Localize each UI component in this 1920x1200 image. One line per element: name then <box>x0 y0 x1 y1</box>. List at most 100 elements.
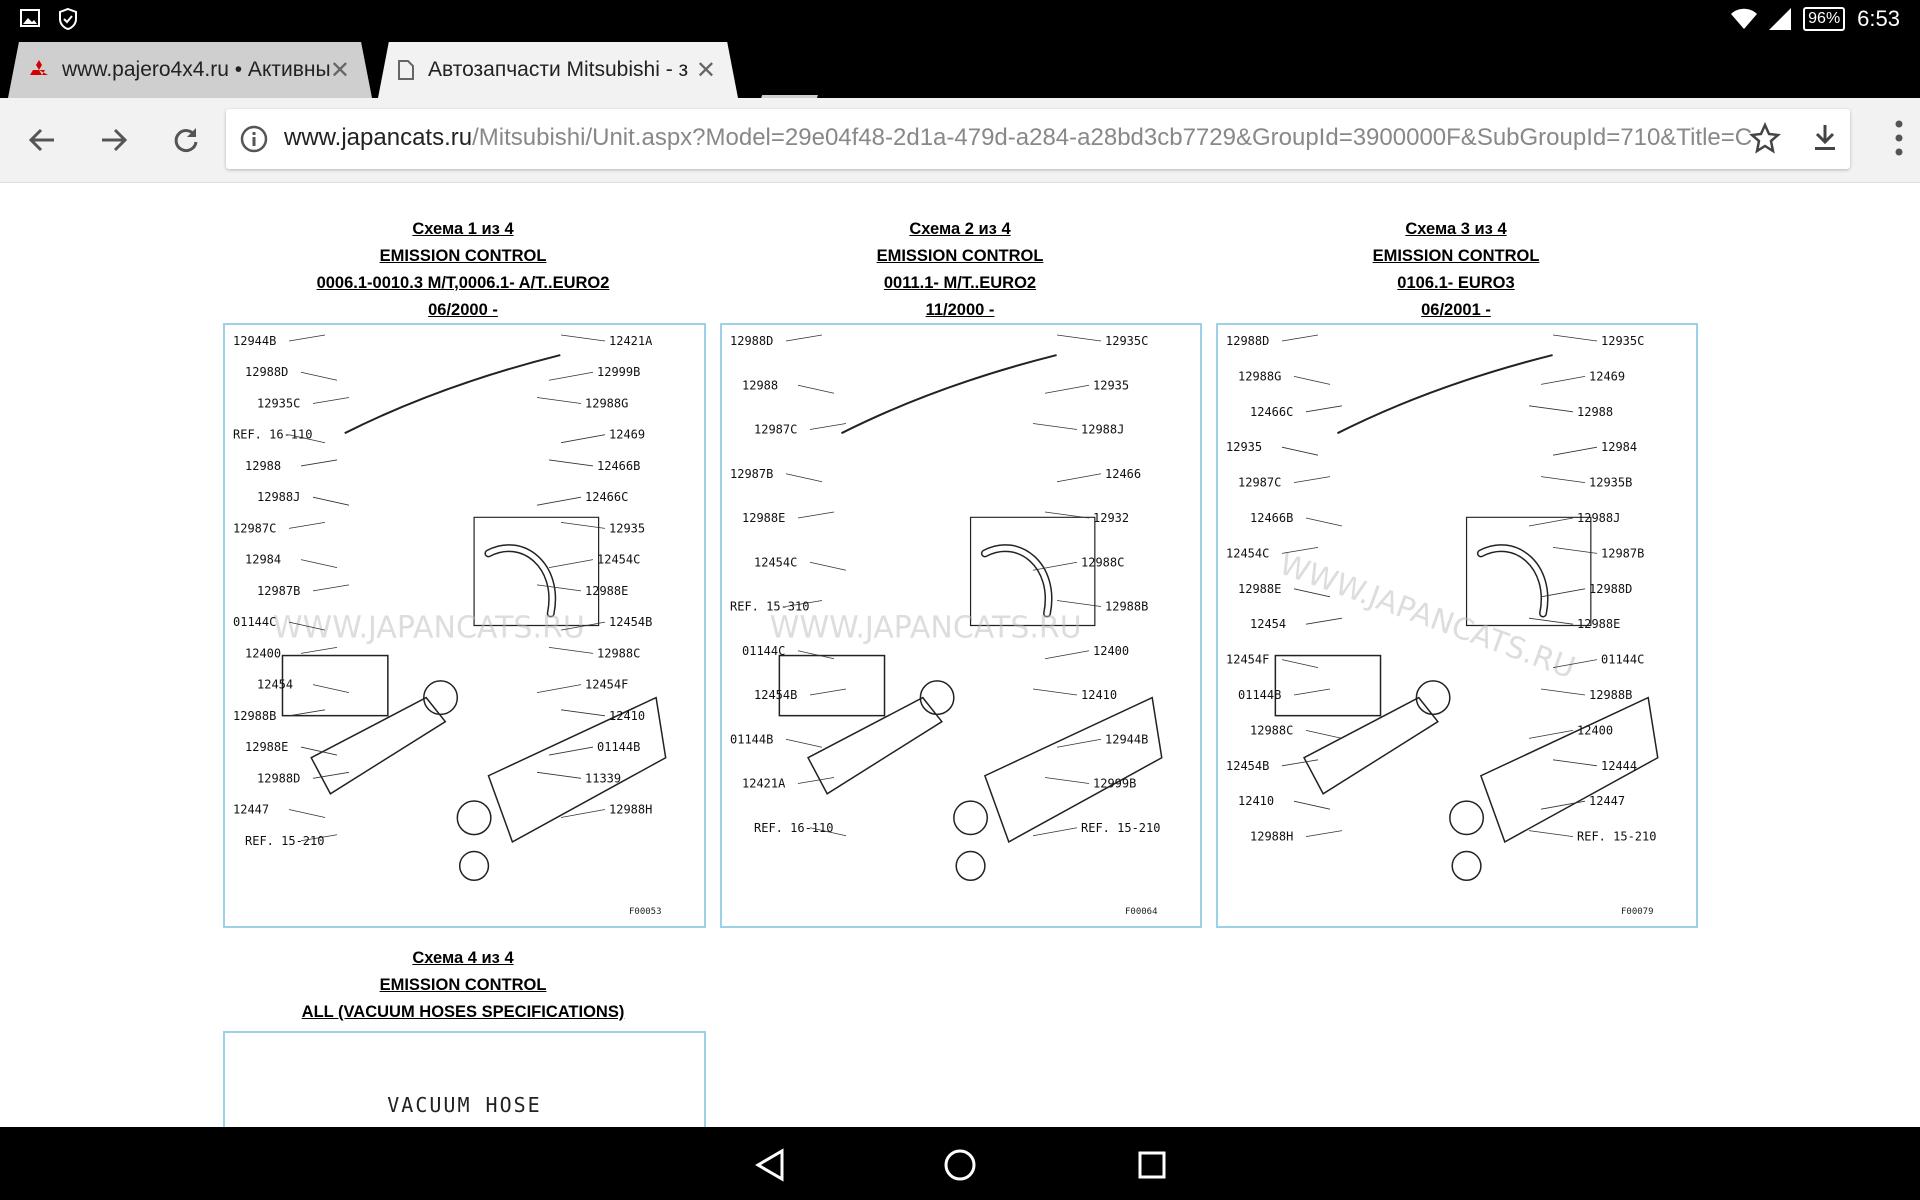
scheme-date[interactable]: 06/2000 - <box>428 301 498 319</box>
download-icon[interactable] <box>1810 123 1840 153</box>
part-callout[interactable]: 11339 <box>585 771 621 785</box>
part-callout[interactable]: 12447 <box>233 803 269 817</box>
part-callout[interactable]: 12988 <box>742 378 778 392</box>
scheme-spec[interactable]: 0011.1- M/T..EURO2 <box>883 274 1037 292</box>
part-callout[interactable]: 12454B <box>754 688 797 702</box>
scheme-spec[interactable]: ALL (VACUUM HOSES SPECIFICATIONS) <box>301 1003 625 1021</box>
part-callout[interactable]: 12454B <box>609 615 652 629</box>
part-callout[interactable]: 12466B <box>597 459 640 473</box>
scheme-title[interactable]: EMISSION CONTROL <box>876 247 1044 265</box>
address-bar[interactable]: www.japancats.ru/Mitsubishi/Unit.aspx?Mo… <box>226 109 1850 169</box>
overflow-menu-icon[interactable] <box>1894 118 1904 158</box>
part-callout[interactable]: 12421A <box>609 334 653 348</box>
part-callout[interactable]: 12999B <box>597 365 640 379</box>
tab-japancats[interactable]: Автозапчасти Mitsubishi - з ✕ <box>378 42 738 98</box>
part-callout[interactable]: 12454C <box>1226 546 1269 560</box>
back-button[interactable] <box>20 118 64 162</box>
part-callout[interactable]: REF. 16-110 <box>233 428 312 442</box>
part-callout[interactable]: 12987B <box>1601 546 1644 560</box>
part-callout[interactable]: 12999B <box>1093 777 1136 791</box>
part-callout[interactable]: REF. 15-310 <box>730 600 809 614</box>
part-callout[interactable]: 12466B <box>1250 511 1293 525</box>
part-callout[interactable]: 12988C <box>597 646 640 660</box>
part-callout[interactable]: 12988E <box>245 740 288 754</box>
part-callout[interactable]: REF. 15-210 <box>1577 830 1656 844</box>
part-callout[interactable]: 01144C <box>233 615 276 629</box>
scheme-number[interactable]: Схема 1 из 4 <box>412 220 514 238</box>
reload-button[interactable] <box>164 118 208 162</box>
part-callout[interactable]: 12466C <box>1250 405 1293 419</box>
part-callout[interactable]: 01144C <box>1601 653 1644 667</box>
part-callout[interactable]: 12447 <box>1589 794 1625 808</box>
part-callout[interactable]: 12984 <box>1601 440 1637 454</box>
part-callout[interactable]: 12932 <box>1093 511 1129 525</box>
nav-back-icon[interactable] <box>748 1143 792 1187</box>
part-callout[interactable]: REF. 15-210 <box>1081 821 1160 835</box>
close-tab-icon[interactable]: ✕ <box>329 57 350 84</box>
part-callout[interactable]: 12988J <box>1577 511 1620 525</box>
part-callout[interactable]: 12988E <box>585 584 628 598</box>
part-callout[interactable]: 12469 <box>1589 369 1625 383</box>
scheme-date[interactable]: 11/2000 - <box>925 301 995 319</box>
scheme-title[interactable]: EMISSION CONTROL <box>379 247 547 265</box>
nav-recents-icon[interactable] <box>1130 1143 1174 1187</box>
part-callout[interactable]: 12944B <box>1105 732 1148 746</box>
scheme-spec[interactable]: 0106.1- EURO3 <box>1397 274 1515 292</box>
scheme-4-diagram[interactable]: VACUUM HOSE <box>223 1031 706 1141</box>
part-callout[interactable]: 12410 <box>1238 794 1274 808</box>
part-callout[interactable]: 01144C <box>742 644 785 658</box>
part-callout[interactable]: 12987C <box>233 521 276 535</box>
part-callout[interactable]: 12988J <box>257 490 300 504</box>
part-callout[interactable]: 12400 <box>1577 723 1613 737</box>
part-callout[interactable]: 12454C <box>597 553 640 567</box>
part-callout[interactable]: 12988D <box>257 771 300 785</box>
scheme-title[interactable]: EMISSION CONTROL <box>1372 247 1540 265</box>
scheme-3-heading[interactable]: Схема 3 из 4 EMISSION CONTROL 0106.1- EU… <box>1216 216 1696 324</box>
part-callout[interactable]: 01144B <box>597 740 640 754</box>
part-callout[interactable]: 12988E <box>1577 617 1620 631</box>
part-callout[interactable]: 12410 <box>1081 688 1117 702</box>
url-text[interactable]: www.japancats.ru/Mitsubishi/Unit.aspx?Mo… <box>284 124 1753 151</box>
scheme-2-heading[interactable]: Схема 2 из 4 EMISSION CONTROL 0011.1- M/… <box>720 216 1200 324</box>
part-callout[interactable]: 12988D <box>245 365 288 379</box>
star-icon[interactable] <box>1749 121 1781 154</box>
part-callout[interactable]: 12935C <box>257 396 300 410</box>
part-callout[interactable]: 12466 <box>1105 467 1141 481</box>
part-callout[interactable]: 12454B <box>1226 759 1269 773</box>
part-callout[interactable]: 12988C <box>1081 555 1124 569</box>
scheme-number[interactable]: Схема 3 из 4 <box>1405 220 1507 238</box>
tab-pajero4x4[interactable]: www.pajero4x4.ru • Активны ✕ <box>8 42 372 98</box>
part-callout[interactable]: 12944B <box>233 334 276 348</box>
scheme-4-heading[interactable]: Схема 4 из 4 EMISSION CONTROL ALL (VACUU… <box>223 945 703 1026</box>
scheme-title[interactable]: EMISSION CONTROL <box>379 976 547 994</box>
part-callout[interactable]: 12987B <box>730 467 773 481</box>
part-callout[interactable]: 12988H <box>609 803 652 817</box>
part-callout[interactable]: 12988 <box>245 459 281 473</box>
part-callout[interactable]: 12454 <box>1250 617 1286 631</box>
nav-home-icon[interactable] <box>938 1143 982 1187</box>
part-callout[interactable]: 12466C <box>585 490 628 504</box>
scheme-date[interactable]: 06/2001 - <box>1421 301 1491 319</box>
part-callout[interactable]: 12988H <box>1250 830 1293 844</box>
scheme-number[interactable]: Схема 2 из 4 <box>909 220 1011 238</box>
part-callout[interactable]: 12988B <box>1105 600 1148 614</box>
scheme-spec[interactable]: 0006.1-0010.3 M/T,0006.1- A/T..EURO2 <box>316 274 610 292</box>
part-callout[interactable]: 12469 <box>609 428 645 442</box>
close-tab-icon[interactable]: ✕ <box>695 57 716 84</box>
part-callout[interactable]: 12988G <box>585 396 628 410</box>
part-callout[interactable]: 12987C <box>1238 476 1281 490</box>
info-icon[interactable] <box>240 125 268 153</box>
part-callout[interactable]: 12988J <box>1081 423 1124 437</box>
part-callout[interactable]: 12935C <box>1601 334 1644 348</box>
part-callout[interactable]: 12988 <box>1577 405 1613 419</box>
part-callout[interactable]: 12935 <box>1226 440 1262 454</box>
part-callout[interactable]: 12454F <box>585 678 628 692</box>
part-callout[interactable]: 12987B <box>257 584 300 598</box>
part-callout[interactable]: 12988D <box>1226 334 1269 348</box>
part-callout[interactable]: 12454C <box>754 555 797 569</box>
part-callout[interactable]: 12421A <box>742 777 786 791</box>
part-callout[interactable]: 01144B <box>730 732 773 746</box>
part-callout[interactable]: 12988E <box>742 511 785 525</box>
